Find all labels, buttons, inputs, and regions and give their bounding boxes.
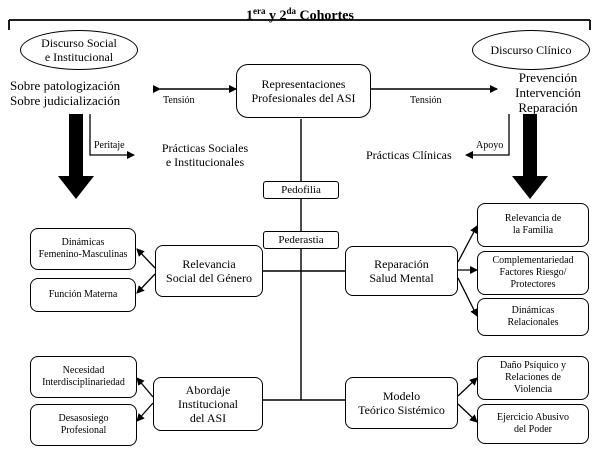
left-discourse-text: Sobre patologización Sobre judicializaci…	[10, 78, 121, 108]
dano-psiquico-box: Daño Psíquico y Relaciones de Violencia	[477, 356, 589, 400]
pedofilia-box: Pedofilia	[263, 181, 339, 199]
necesidad-interdisciplinariedad-box: Necesidad Interdisciplinariedad	[30, 356, 137, 398]
tension-label-right: Tensión	[410, 95, 442, 106]
central-spine	[263, 119, 345, 401]
branch-arrows	[136, 225, 478, 423]
discurso-social-ellipse: Discurso Social e Institucional	[20, 30, 138, 70]
cohort-title: 1era y 2da Cohortes	[246, 6, 354, 24]
funcion-materna-box: Función Materna	[30, 278, 136, 312]
right-discourse-text: Prevención Intervención Reparación	[515, 70, 581, 115]
relevancia-familia-box: Relevancia de la Familia	[477, 203, 589, 247]
cohort-bracket	[8, 19, 591, 30]
relevancia-genero-box: Relevancia Social del Género	[155, 245, 263, 297]
peritaje-label: Peritaje	[94, 140, 125, 151]
practicas-sociales-text: Prácticas Sociales e Institucionales	[161, 141, 249, 169]
apoyo-label: Apoyo	[476, 140, 504, 151]
desasosiego-profesional-box: Desasosiego Profesional	[30, 404, 137, 446]
big-down-arrows	[58, 114, 548, 199]
tension-label-left: Tensión	[163, 95, 195, 106]
pederastia-box: Pederastia	[263, 231, 339, 249]
reparacion-salud-box: Reparación Salud Mental	[345, 246, 458, 296]
dinamicas-femenino-box: Dinámicas Femenino-Masculinas	[30, 228, 136, 270]
dinamicas-relacionales-box: Dinámicas Relacionales	[477, 298, 589, 336]
abordaje-institucional-box: Abordaje Institucional del ASI	[153, 377, 263, 431]
modelo-sistemico-box: Modelo Teórico Sistémico	[345, 377, 458, 429]
representaciones-box: Representaciones Profesionales del ASI	[236, 64, 371, 118]
ejercicio-abusivo-box: Ejercicio Abusivo del Poder	[477, 404, 589, 444]
practicas-clinicas-text: Prácticas Clínicas	[366, 148, 452, 162]
complementariedad-box: Complementariedad Factores Riesgo/ Prote…	[477, 251, 589, 295]
discurso-clinico-ellipse: Discurso Clínico	[472, 30, 590, 70]
peritaje-apoyo-lines	[89, 114, 510, 159]
